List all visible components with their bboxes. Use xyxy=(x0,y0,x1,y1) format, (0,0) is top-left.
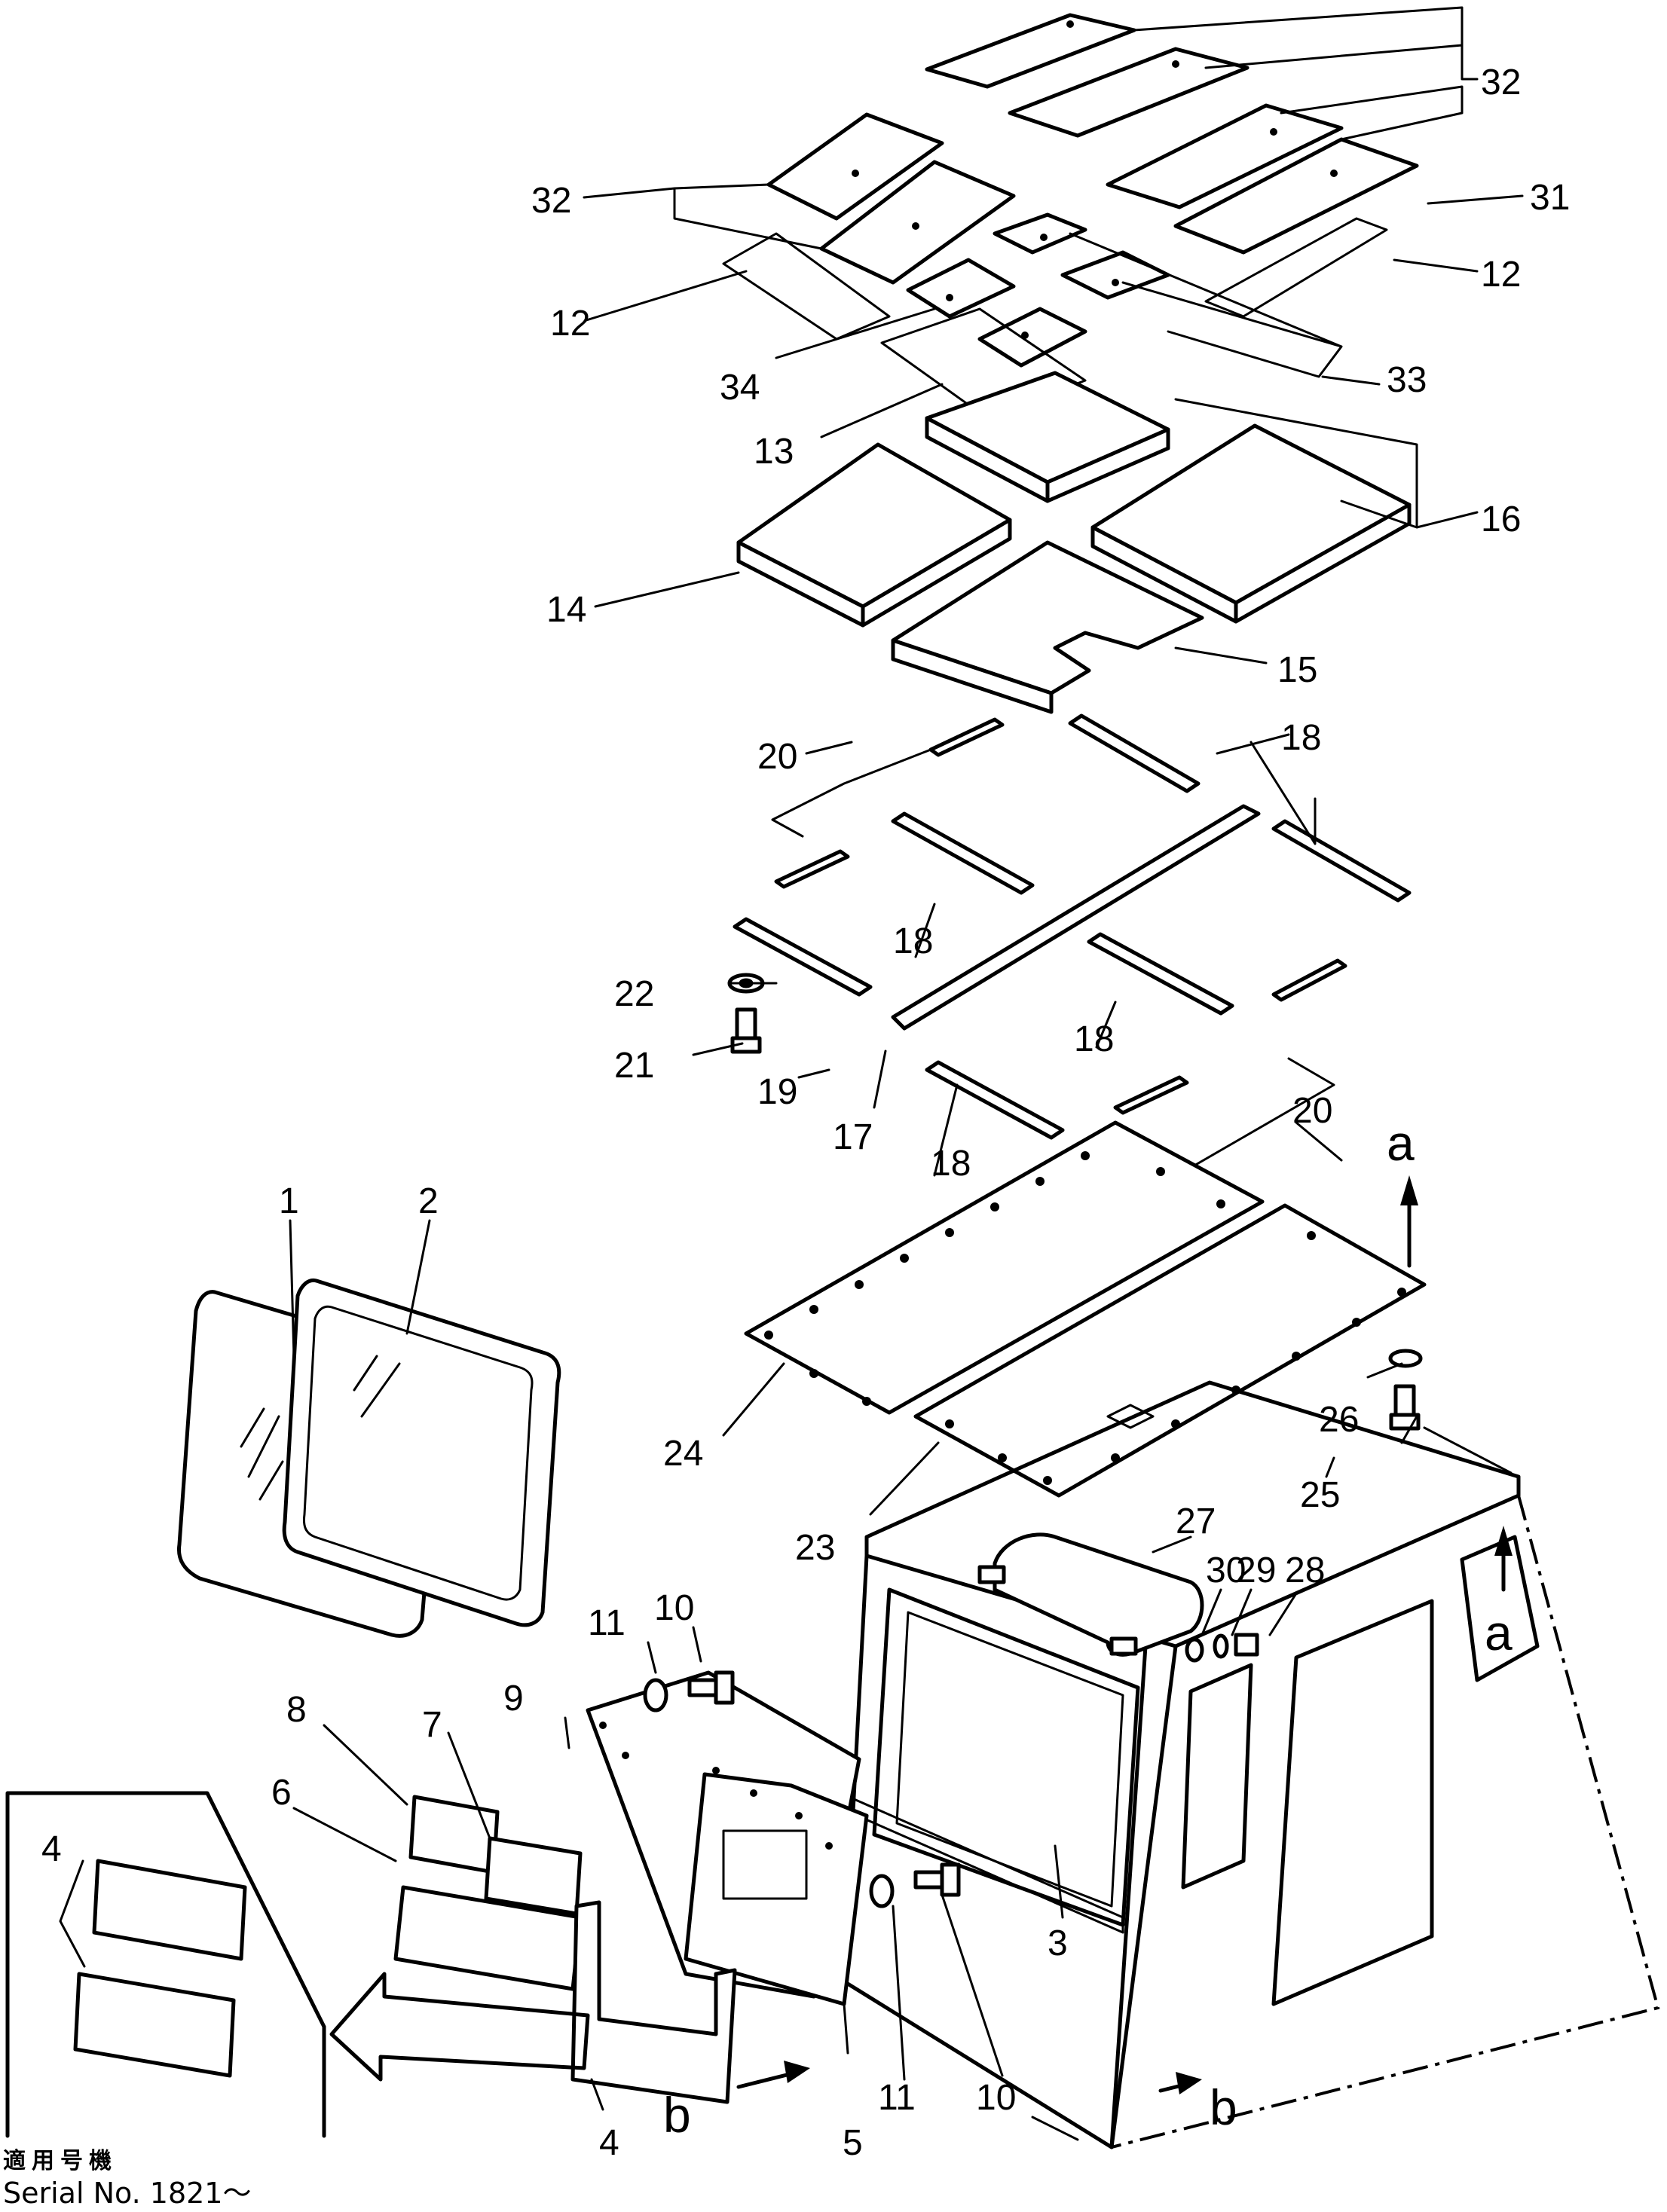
view-marker-a: a xyxy=(1485,1605,1513,1661)
callout-23: 23 xyxy=(795,1528,835,1568)
view-marker-b: b xyxy=(663,2087,691,2143)
callout-28: 28 xyxy=(1285,1551,1325,1590)
pad-32 xyxy=(1173,137,1419,255)
serial-number-label: Serial No. 1821～ xyxy=(3,2177,252,2210)
pad-32 xyxy=(1008,47,1249,138)
callout-12: 12 xyxy=(550,304,590,344)
window-glass-and-seal xyxy=(176,1278,561,1638)
callout-24: 24 xyxy=(663,1434,703,1474)
callout-18: 18 xyxy=(1281,718,1321,758)
item-27-visor xyxy=(993,1532,1204,1657)
view-arrows xyxy=(736,1175,1513,2094)
callout-17: 17 xyxy=(833,1117,873,1157)
roof-pads-group xyxy=(722,13,1419,420)
roof-panel-23 xyxy=(913,1203,1427,1498)
window-seal-2 xyxy=(282,1278,561,1627)
callout-11: 11 xyxy=(588,1603,626,1643)
callout-11: 11 xyxy=(878,2078,916,2118)
callout-4: 4 xyxy=(41,1829,62,1869)
callout-21: 21 xyxy=(614,1046,654,1086)
callout-27: 27 xyxy=(1176,1502,1216,1541)
callout-8: 8 xyxy=(286,1690,307,1730)
pad-33 xyxy=(993,212,1087,255)
pad-4 xyxy=(570,1900,737,2104)
inset-variant-box xyxy=(5,1791,590,2138)
roof-panel-24 xyxy=(744,1120,1265,1415)
callout-30: 30 xyxy=(1206,1551,1246,1590)
pad-6 xyxy=(393,1885,583,1991)
callout-20: 20 xyxy=(757,737,797,777)
callout-6: 6 xyxy=(271,1773,292,1813)
callout-18: 18 xyxy=(1074,1019,1114,1059)
callout-22: 22 xyxy=(614,974,654,1014)
callout-19: 19 xyxy=(757,1072,797,1112)
callout-14: 14 xyxy=(546,590,586,630)
rail-19 xyxy=(733,917,873,997)
callout-16: 16 xyxy=(1481,500,1521,539)
applicable-model-label: 適用号機 xyxy=(3,2148,118,2174)
callout-15: 15 xyxy=(1277,650,1317,690)
view-marker-b: b xyxy=(1210,2079,1237,2135)
callout-13: 13 xyxy=(754,432,794,472)
pad-13 xyxy=(880,307,1087,420)
view-marker-a: a xyxy=(1387,1115,1415,1171)
pad-34 xyxy=(906,258,1016,319)
leader-lines xyxy=(289,6,1524,2141)
callout-labels: 1 2 3 4 4 5 6 7 8 9 10 10 11 11 12 12 13… xyxy=(41,63,1570,2163)
pad-12 xyxy=(1204,217,1388,318)
callout-18: 18 xyxy=(893,921,933,961)
pad-8 xyxy=(408,1795,500,1874)
callout-33: 33 xyxy=(1387,360,1427,400)
fasteners-10-11 xyxy=(643,1670,961,1908)
pad-34 xyxy=(977,307,1087,368)
callout-4: 4 xyxy=(599,2123,619,2163)
callout-32: 32 xyxy=(1481,63,1521,102)
callout-10: 10 xyxy=(654,1588,694,1628)
callout-12: 12 xyxy=(1481,255,1521,295)
direction-arrow xyxy=(329,1972,590,2082)
view-marker-labels: a a b b xyxy=(663,1115,1513,2143)
serial-footer: 適用号機 Serial No. 1821～ xyxy=(3,2147,251,2210)
callout-34: 34 xyxy=(720,368,760,408)
callout-3: 3 xyxy=(1048,1923,1068,1963)
callout-25: 25 xyxy=(1300,1475,1340,1515)
rail-17 xyxy=(891,804,1261,1031)
callout-32: 32 xyxy=(531,181,571,221)
callout-31: 31 xyxy=(1530,178,1570,218)
pad-12 xyxy=(722,232,891,341)
callout-7: 7 xyxy=(422,1705,442,1745)
callout-9: 9 xyxy=(503,1679,524,1719)
callout-18: 18 xyxy=(931,1144,971,1184)
rails-group xyxy=(733,713,1412,1184)
callout-1: 1 xyxy=(279,1181,299,1221)
callout-5: 5 xyxy=(843,2123,863,2163)
pad-31 xyxy=(766,112,944,221)
side-panels-group xyxy=(393,1670,869,2104)
callout-2: 2 xyxy=(418,1181,439,1221)
callout-26: 26 xyxy=(1319,1400,1359,1440)
callout-20: 20 xyxy=(1292,1091,1332,1131)
callout-29: 29 xyxy=(1236,1551,1276,1590)
board-15 xyxy=(891,540,1204,695)
cab-body xyxy=(839,1380,1660,2149)
pad-32 xyxy=(1106,103,1344,209)
bolt-25-washer-26 xyxy=(1388,1349,1423,1431)
pad-31 xyxy=(819,160,1016,285)
roof-panels-group xyxy=(744,1120,1427,1498)
bolt-21-washer-22 xyxy=(727,973,765,1054)
insulation-boards-group xyxy=(736,371,1412,714)
callout-10: 10 xyxy=(976,2078,1016,2118)
